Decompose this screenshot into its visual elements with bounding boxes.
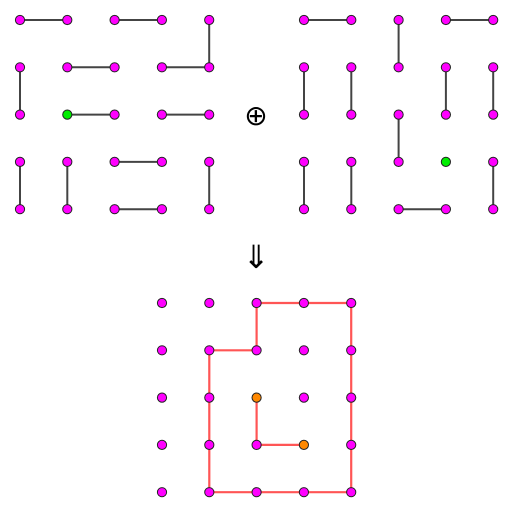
grid-vertex	[346, 204, 357, 215]
grid-vertex	[298, 487, 309, 498]
grid-vertex	[393, 156, 404, 167]
grid-vertex	[204, 62, 215, 73]
augmenting-cycle	[208, 301, 353, 494]
grid-vertex	[346, 439, 357, 450]
grid-vertex	[156, 439, 168, 450]
grid-vertex	[14, 62, 26, 73]
grid-vertex	[298, 109, 310, 120]
grid-vertex	[298, 204, 310, 215]
left-matching-grid	[14, 14, 215, 215]
grid-vertex	[109, 156, 120, 167]
grid-vertex	[488, 204, 499, 215]
grid-vertex	[298, 156, 310, 167]
grid-vertex	[440, 14, 451, 26]
grid-vertex	[298, 297, 309, 309]
grid-vertex	[440, 62, 451, 73]
grid-vertex	[204, 439, 215, 450]
grid-vertex	[204, 297, 215, 309]
grid-vertex	[14, 109, 26, 120]
grid-vertex	[62, 156, 73, 167]
grid-vertex	[204, 109, 215, 120]
grid-vertex	[346, 62, 357, 73]
grid-vertex	[204, 156, 215, 167]
grid-vertex	[346, 14, 357, 26]
grid-vertex	[488, 14, 499, 26]
grid-vertex	[109, 62, 120, 73]
grid-vertex	[14, 156, 26, 167]
grid-vertex	[393, 109, 404, 120]
grid-vertex	[62, 62, 73, 73]
grid-vertex	[204, 487, 215, 498]
grid-vertex	[346, 345, 357, 356]
grid-vertex	[62, 109, 73, 120]
grid-vertex	[109, 14, 120, 26]
grid-vertex	[204, 14, 215, 26]
grid-vertex	[488, 109, 499, 120]
right-matching-grid	[298, 14, 499, 215]
grid-vertex	[298, 439, 309, 450]
grid-vertex	[251, 487, 262, 498]
grid-vertex	[298, 345, 309, 356]
grid-vertex	[62, 14, 73, 26]
grid-vertex	[156, 487, 168, 498]
result-path-grid	[156, 297, 357, 498]
grid-vertex	[346, 297, 357, 309]
grid-vertex	[156, 62, 167, 73]
grid-vertex	[346, 487, 357, 498]
grid-vertex	[156, 156, 167, 167]
grid-vertex	[393, 204, 404, 215]
grid-vertex	[298, 392, 309, 403]
grid-vertex	[440, 204, 451, 215]
grid-vertex	[109, 204, 120, 215]
grid-vertex	[156, 109, 167, 120]
grid-vertex	[156, 297, 168, 309]
grid-vertex	[109, 109, 120, 120]
grid-vertex	[251, 439, 262, 450]
xor-operator: ⊕	[244, 99, 267, 132]
grid-vertex	[298, 14, 310, 26]
grid-vertex	[251, 392, 262, 403]
grid-vertex	[62, 204, 73, 215]
grid-vertex	[204, 345, 215, 356]
grid-vertex	[14, 14, 26, 26]
grid-vertex	[156, 14, 167, 26]
grid-vertex	[156, 392, 168, 403]
grid-vertex	[204, 204, 215, 215]
grid-vertex	[251, 297, 262, 309]
grid-vertex	[440, 109, 451, 120]
grid-vertex	[14, 204, 26, 215]
grid-vertex	[488, 62, 499, 73]
grid-vertex	[346, 156, 357, 167]
grid-vertex	[440, 156, 451, 167]
grid-vertex	[204, 392, 215, 403]
grid-vertex	[346, 109, 357, 120]
implies-arrow: ⇓	[243, 238, 270, 276]
grid-vertex	[156, 204, 167, 215]
augmenting-path	[255, 397, 304, 446]
grid-vertex	[251, 345, 262, 356]
grid-vertex	[488, 156, 499, 167]
grid-vertex	[298, 62, 310, 73]
grid-vertex	[393, 62, 404, 73]
grid-vertex	[156, 345, 168, 356]
grid-vertex	[346, 392, 357, 403]
grid-vertex	[393, 14, 404, 26]
